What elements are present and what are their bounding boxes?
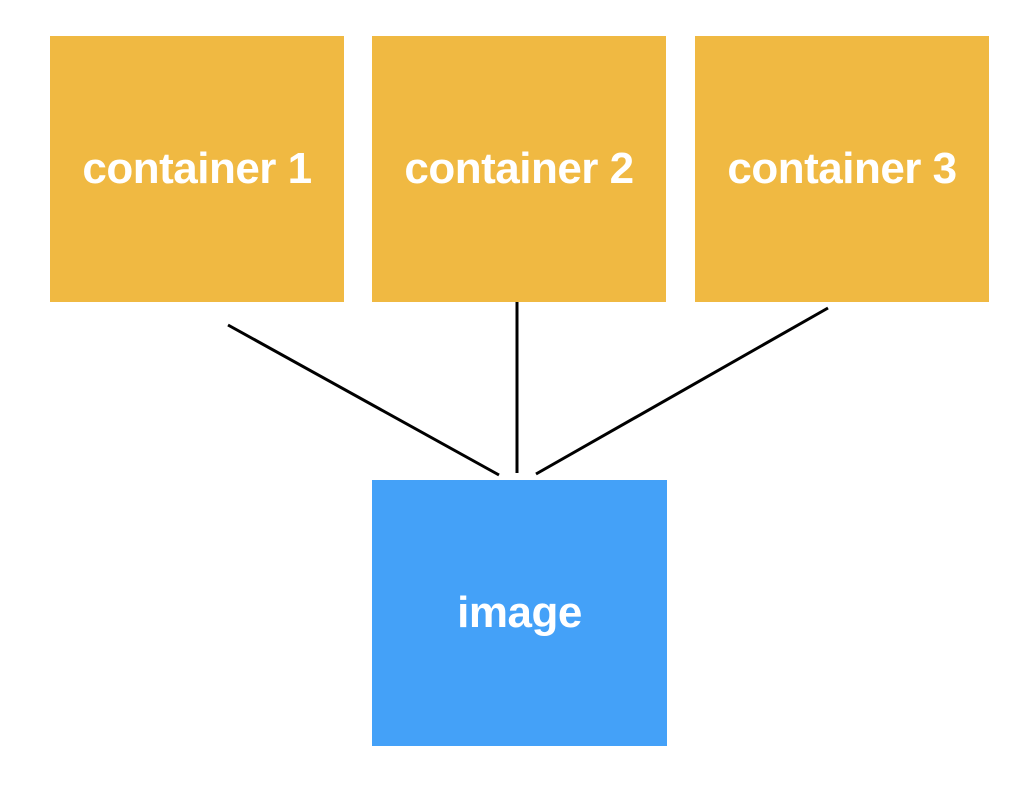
container-1-label: container 1 [82, 144, 312, 193]
image-label: image [457, 588, 582, 637]
container-2-box: container 2 [372, 36, 666, 302]
connector-container-3-to-image [535, 306, 829, 476]
container-2-label: container 2 [404, 144, 634, 193]
image-box: image [372, 480, 667, 746]
container-3-label: container 3 [727, 144, 957, 193]
container-3-box: container 3 [695, 36, 989, 302]
container-1-box: container 1 [50, 36, 344, 302]
connector-container-1-to-image [227, 323, 500, 477]
